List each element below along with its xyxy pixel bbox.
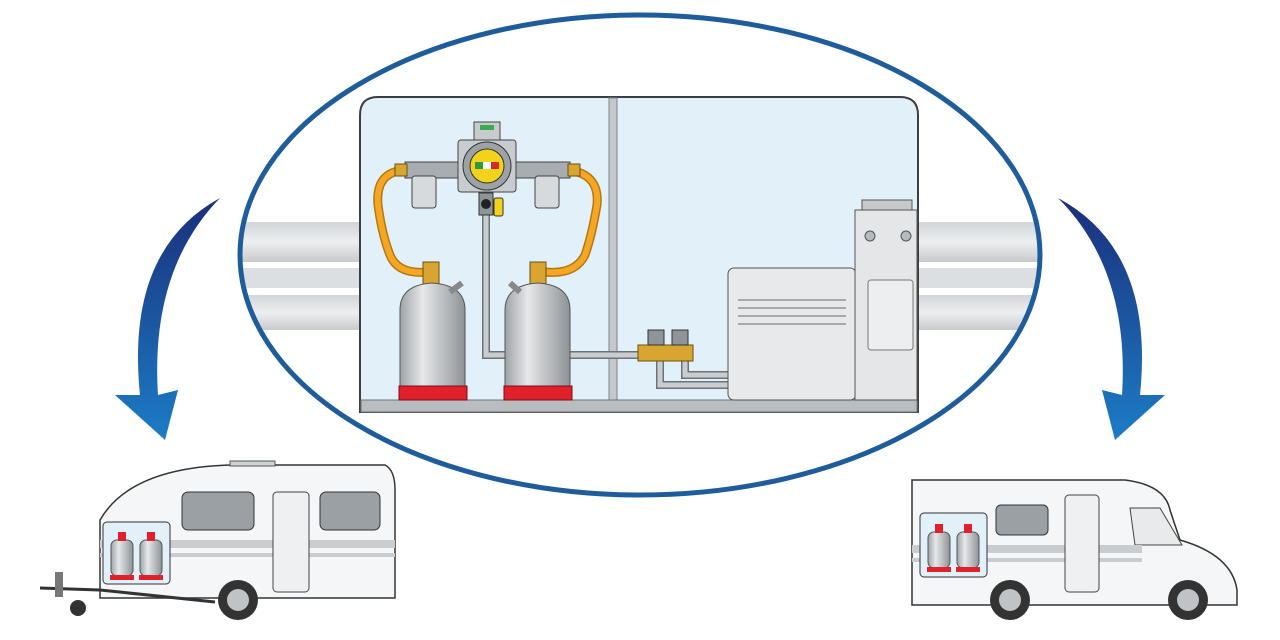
gas-bottle-left	[398, 261, 468, 401]
arrow-to-motorhome	[1058, 198, 1165, 440]
gas-hoses	[373, 165, 602, 277]
caravan-window	[319, 491, 381, 531]
bottle-base	[503, 385, 573, 401]
caravan-window	[181, 491, 255, 531]
gas-pipe	[482, 215, 730, 389]
bottle-base	[398, 385, 468, 401]
arrow-to-caravan	[115, 198, 220, 440]
motorhome-windshield	[1129, 507, 1183, 546]
right-filter	[534, 175, 560, 209]
jockey-wheel	[70, 600, 86, 616]
shutoff-lever	[493, 197, 504, 217]
cooker-appliance	[854, 199, 918, 401]
caravan	[39, 460, 396, 620]
caravan-door	[272, 491, 310, 593]
floor	[360, 399, 918, 413]
motorhome-door	[1064, 494, 1100, 593]
motorhome-window	[995, 504, 1049, 536]
distribution-valves	[637, 329, 694, 362]
motorhome	[911, 479, 1238, 620]
heater-appliance	[727, 267, 857, 401]
gas-bottle-right	[503, 261, 573, 401]
gas-regulator	[394, 121, 581, 217]
left-filter	[411, 175, 437, 209]
